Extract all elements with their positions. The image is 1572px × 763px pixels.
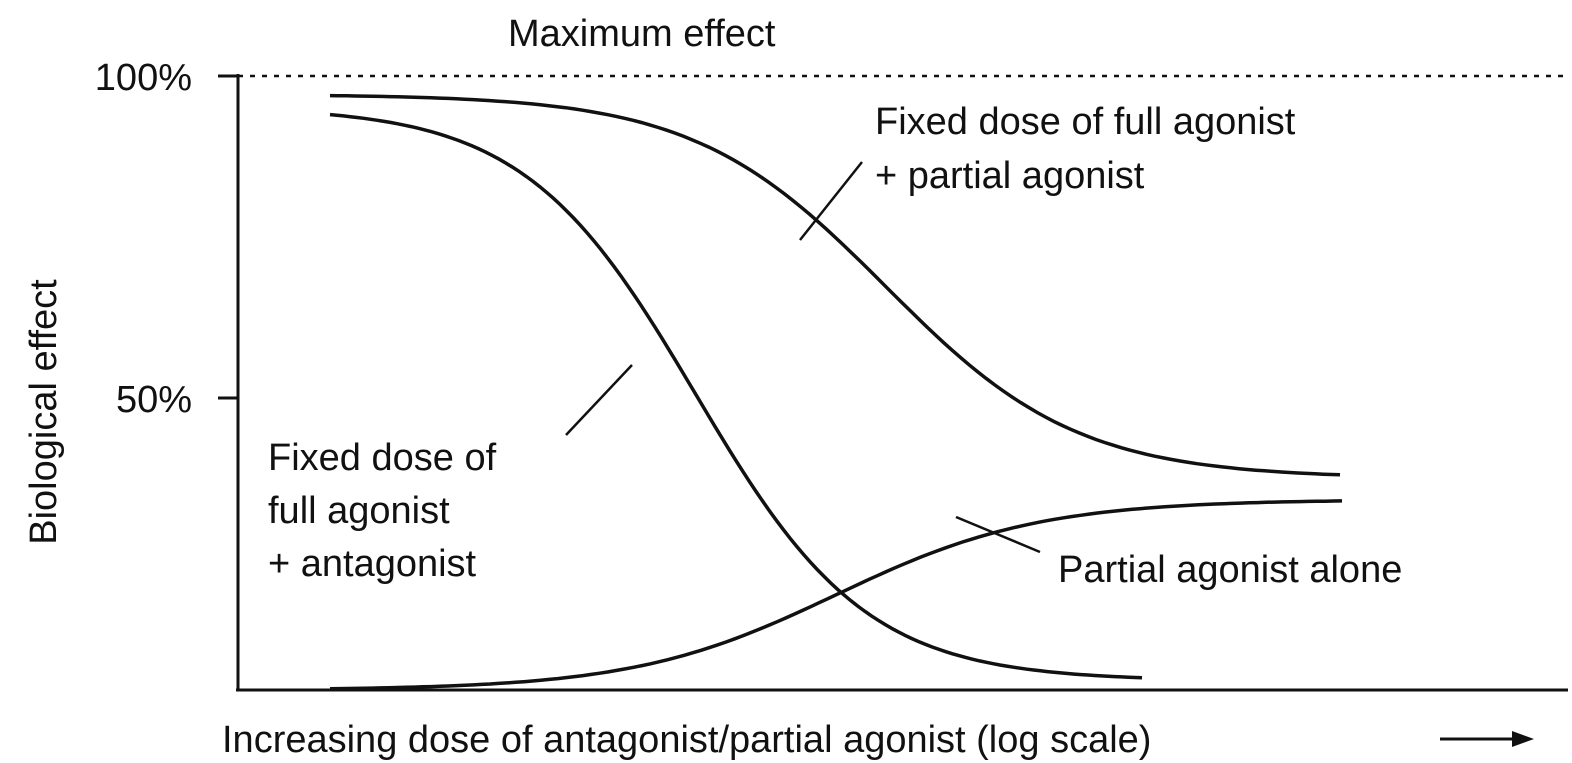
y-tick-label-100: 100% bbox=[95, 57, 192, 99]
series-line-full-agonist-partial-agonist bbox=[329, 93, 1341, 477]
y-tick-label-50: 50% bbox=[116, 379, 192, 421]
series-line-partial-agonist-alone bbox=[329, 499, 1343, 691]
annotation-leader-1 bbox=[565, 364, 633, 436]
annotation-partial-agonist-alone: Partial agonist alone bbox=[1058, 549, 1402, 591]
annotation-full-agonist-partial-agonist: Fixed dose of full agonist + partial ago… bbox=[875, 101, 1306, 197]
annotation-1-line-2: full agonist bbox=[268, 490, 450, 532]
annotation-1-line-3: + antagonist bbox=[268, 543, 477, 585]
annotation-leader-2 bbox=[955, 515, 1041, 554]
annotation-0-line-1: Fixed dose of full agonist bbox=[875, 101, 1296, 143]
annotation-full-agonist-antagonist: Fixed dose of full agonist + antagonist bbox=[268, 437, 507, 585]
x-axis-label: Increasing dose of antagonist/partial ag… bbox=[222, 719, 1151, 761]
y-axis-label: Biological effect bbox=[23, 279, 65, 545]
x-axis-arrow-head bbox=[1512, 731, 1534, 747]
x-axis-label-text: Increasing dose of antagonist/partial ag… bbox=[222, 719, 1151, 761]
series-line-full-agonist-antagonist bbox=[329, 112, 1143, 680]
max-effect-label: Maximum effect bbox=[508, 13, 776, 55]
annotation-1-line-1: Fixed dose of bbox=[268, 437, 497, 479]
annotation-0-line-2: + partial agonist bbox=[875, 155, 1145, 197]
annotation-leader-0 bbox=[799, 161, 863, 241]
